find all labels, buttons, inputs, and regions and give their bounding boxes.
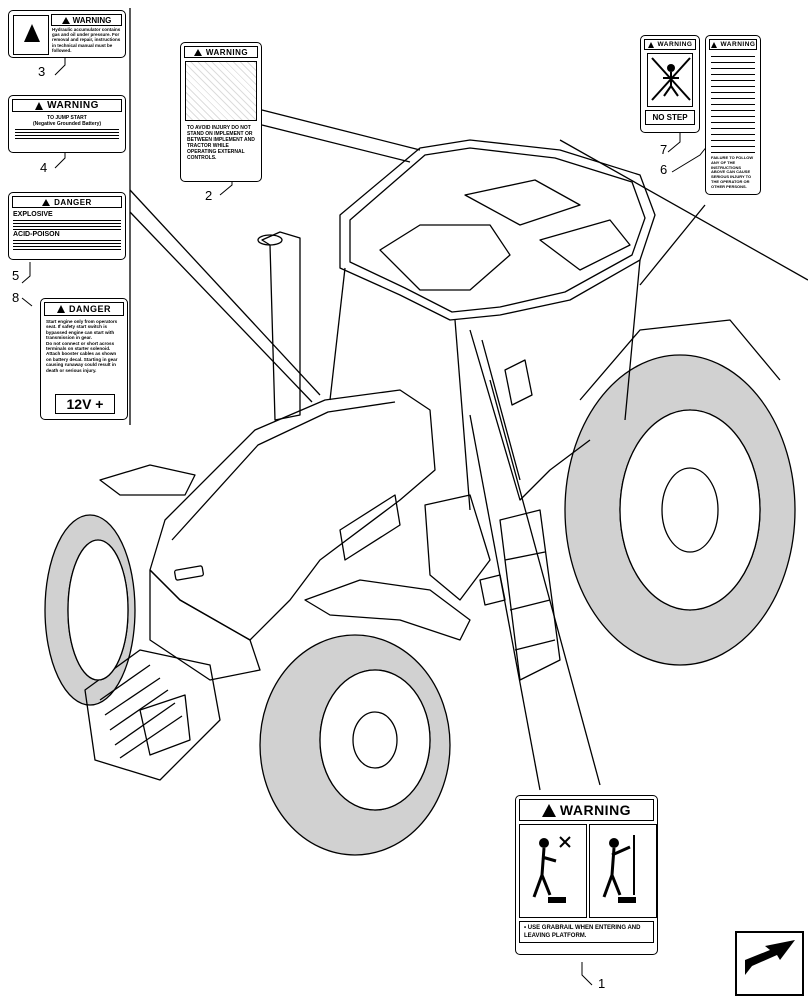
cab-door <box>469 329 591 501</box>
battery-box <box>424 494 491 601</box>
decal-4-header: WARNING <box>47 100 99 111</box>
callout-4: 4 <box>40 160 48 175</box>
danger-triangle-icon <box>56 305 65 313</box>
callout-1: 1 <box>598 976 606 991</box>
callout-8: 8 <box>12 290 20 305</box>
no-step-pictogram <box>647 53 693 107</box>
callout-6: 6 <box>660 162 668 177</box>
hood <box>149 389 436 641</box>
decal-3: WARNING Hydraulic accumulator contains g… <box>8 10 126 58</box>
decal-6: WARNING FAILURE TO FOLLOW ANY OF THE INS… <box>705 35 761 195</box>
warning-triangle-icon <box>193 48 202 56</box>
decal-5-header: DANGER <box>54 197 92 207</box>
decal-5-acid: ACID-POISON <box>13 231 60 238</box>
decal-6-instructions <box>711 53 755 153</box>
decal-2-header: WARNING <box>205 47 249 57</box>
front-fender-left <box>99 464 196 496</box>
decal-6-footer: FAILURE TO FOLLOW ANY OF THE INSTRUCTION… <box>711 155 754 189</box>
roof-hatch <box>379 224 511 291</box>
decal-5: DANGER EXPLOSIVE ACID-POISON <box>8 192 126 260</box>
decal-4-title: TO JUMP START <box>47 115 87 121</box>
fuel-cap <box>479 574 506 606</box>
decal-8-bullet-3: Attach booster cables as shown on batter… <box>46 351 118 373</box>
leader-line-7 <box>639 204 706 286</box>
callout-2: 2 <box>205 188 213 203</box>
correct-entry-pictogram <box>589 824 657 918</box>
hood-ridge <box>171 401 396 541</box>
leader-line-2 <box>261 109 421 151</box>
decal-8-voltage: 12V + <box>55 394 115 414</box>
warning-triangle-icon <box>647 41 654 48</box>
rear-fender <box>579 319 781 401</box>
decal-6-header: WARNING <box>720 41 756 48</box>
warning-triangle-icon <box>35 101 44 110</box>
decal-2: WARNING TO AVOID INJURY DO NOT STAND ON … <box>180 42 262 182</box>
decal-8-header: DANGER <box>68 304 111 314</box>
front-weights <box>84 649 221 781</box>
step-treads <box>504 551 556 651</box>
explosion-icon <box>24 24 40 42</box>
next-page-arrow-icon[interactable] <box>735 931 804 996</box>
decal-7-footer: NO STEP <box>645 110 695 125</box>
weight-ribs <box>99 664 183 759</box>
decal-3-header: WARNING <box>72 15 112 25</box>
warning-triangle-icon <box>61 16 70 24</box>
decal-2-text: TO AVOID INJURY DO NOT STAND ON IMPLEMEN… <box>187 125 255 161</box>
step-ladder <box>499 509 561 681</box>
front-grille <box>149 569 261 681</box>
callout-5: 5 <box>12 268 20 283</box>
cab-post-front-right <box>454 319 471 511</box>
roof-vent <box>539 219 631 271</box>
callout-3: 3 <box>38 64 46 79</box>
hazard-pictogram <box>13 15 49 55</box>
danger-triangle-icon <box>42 198 51 206</box>
decal-5-explosive: EXPLOSIVE <box>13 211 53 218</box>
decal-8-bullet-1: Start engine only from operators seat. I… <box>46 319 118 341</box>
rear-tire <box>564 354 796 666</box>
exhaust-cap <box>257 234 283 246</box>
leader-line-2b <box>261 124 411 163</box>
hood-grille-side <box>339 494 401 561</box>
decal-1-header: WARNING <box>559 802 632 818</box>
warning-triangle-icon <box>541 803 556 817</box>
decal-8: DANGER Start engine only from operators … <box>40 298 128 420</box>
decal-8-bullet-2: Do not connect or short across terminals… <box>46 340 115 352</box>
brand-badge <box>174 565 204 581</box>
decal-1-text: • USE GRABRAIL WHEN ENTERING AND LEAVING… <box>519 921 654 943</box>
warning-triangle-icon <box>710 41 717 48</box>
exhaust-stack <box>261 231 301 421</box>
cab-door-edge <box>481 339 521 481</box>
implement-pictogram <box>185 61 257 121</box>
decal-4: WARNING TO JUMP START (Negative Grounded… <box>8 95 126 153</box>
front-left-tire <box>44 514 136 706</box>
leader-line-1b <box>469 414 541 791</box>
decal-1: WARNING • USE GRABRAIL WHEN ENTERING AND… <box>515 795 658 955</box>
decal-7-header: WARNING <box>657 41 693 48</box>
cab-post-front-left <box>329 267 346 401</box>
callout-7: 7 <box>660 142 668 157</box>
leader-line-8 <box>129 211 313 403</box>
mirror <box>504 359 533 406</box>
decal-4-instructions <box>15 129 119 141</box>
decal-3-text: Hydraulic accumulator contains gas and o… <box>52 27 121 53</box>
decal-7: WARNING NO STEP <box>640 35 700 133</box>
roof-panel <box>464 179 581 226</box>
leader-line-1 <box>489 379 601 786</box>
incorrect-entry-pictogram <box>519 824 587 918</box>
front-hitch <box>139 694 191 756</box>
cab-roof-inner <box>349 147 646 313</box>
front-right-tire <box>259 634 451 856</box>
cab-post-rear <box>624 259 641 421</box>
decal-4-subtitle: (Negative Grounded Battery) <box>32 121 102 127</box>
leader-line-5 <box>129 189 321 396</box>
front-fender-right <box>304 579 471 641</box>
